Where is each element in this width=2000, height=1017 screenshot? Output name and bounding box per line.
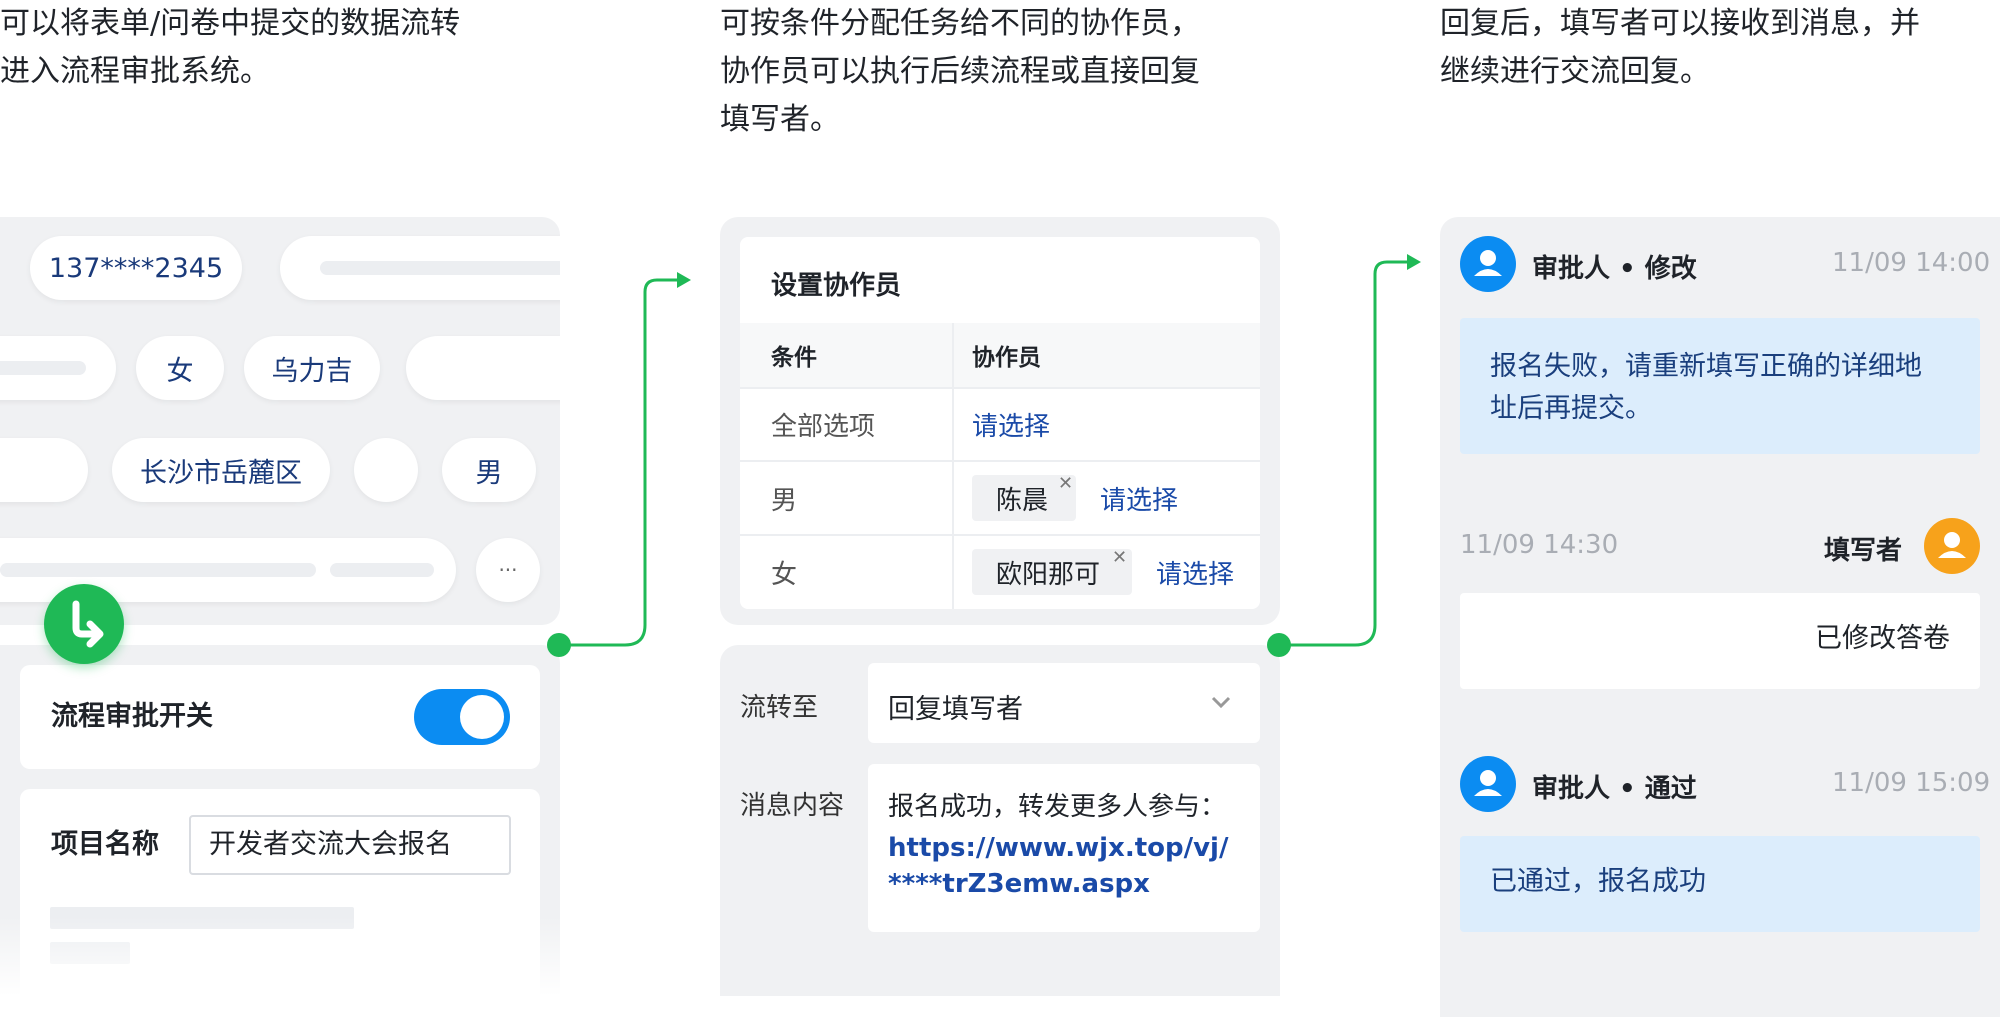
user-icon — [1924, 518, 1980, 574]
message-time: 11/09 14:30 — [1460, 530, 1619, 560]
user-icon — [1460, 756, 1516, 812]
collab-table-card: 设置协作员 条件 协作员 全部选项 请选择 男 陈晨 ✕ 请选择 女 欧阳那可 … — [740, 237, 1260, 609]
approval-toggle-label: 流程审批开关 — [51, 701, 213, 732]
table-divider — [740, 387, 1260, 389]
message-bubble: 报名失败，请重新填写正确的详细地 址后再提交。 — [1460, 318, 1980, 454]
gender-pill-male[interactable]: 男 — [442, 438, 536, 502]
select-collaborator-link[interactable]: 请选择 — [1156, 560, 1235, 590]
message-content-label: 消息内容 — [740, 791, 845, 821]
blank-pill[interactable] — [354, 438, 418, 502]
message-link[interactable]: https://www.wjx.top/vj/ ****trZ3emw.aspx — [888, 833, 1229, 899]
collaborator-tag-label: 欧阳那可 — [996, 559, 1101, 590]
select-collaborator-link[interactable]: 请选择 — [1100, 485, 1179, 516]
blank-pill[interactable] — [406, 336, 560, 400]
form-settings-panel: 流程审批开关 项目名称 开发者交流大会报名 — [0, 645, 560, 996]
sender-name: 审批人 • 修改 — [1532, 254, 1697, 284]
flow-branch-icon — [44, 584, 124, 664]
condition-cell: 女 — [771, 560, 798, 590]
header-collaborator: 协作员 — [972, 345, 1041, 371]
table-divider — [740, 534, 1260, 536]
collaborator-tag: 欧阳那可 — [972, 549, 1132, 595]
chevron-down-icon — [1208, 691, 1234, 717]
message-time: 11/09 15:09 — [1832, 768, 1991, 798]
message-text: 报名成功，转发更多人参与： — [888, 792, 1227, 822]
message-time: 11/09 14:00 — [1832, 248, 1991, 278]
gender-pill-female[interactable]: 女 — [136, 336, 224, 400]
placeholder-bar — [0, 361, 86, 375]
description-3: 回复后，填写者可以接收到消息，并 继续进行交流回复。 — [1440, 6, 1920, 89]
collaborator-tag: 陈晨 — [972, 475, 1076, 521]
table-divider — [740, 460, 1260, 462]
flow-to-select[interactable]: 回复填写者 — [868, 663, 1260, 743]
description-2: 可按条件分配任务给不同的协作员， 协作员可以执行后续流程或直接回复 填写者。 — [720, 6, 1200, 137]
address-pill[interactable]: 长沙市岳麓区 — [112, 438, 330, 502]
blank-pill[interactable] — [280, 236, 560, 300]
flow-settings-panel: 流转至 回复填写者 消息内容 报名成功，转发更多人参与： https://www… — [720, 645, 1280, 996]
collab-title: 设置协作员 — [771, 271, 902, 301]
close-icon[interactable]: ✕ — [1058, 473, 1074, 494]
toggle-knob — [460, 695, 504, 739]
description-1: 可以将表单/问卷中提交的数据流转 进入流程审批系统。 — [0, 6, 461, 89]
approval-toggle[interactable] — [414, 689, 510, 745]
flow-to-value: 回复填写者 — [888, 694, 1023, 725]
flow-to-label: 流转至 — [740, 693, 819, 723]
header-condition: 条件 — [771, 345, 817, 371]
fade-overlay — [0, 916, 560, 996]
blank-pill[interactable] — [0, 438, 88, 502]
arrow-right-icon — [1265, 244, 1425, 668]
sender-name: 填写者 — [1824, 536, 1903, 566]
message-bubble: 已修改答卷 — [1460, 593, 1980, 689]
table-divider — [952, 323, 954, 609]
approval-toggle-card: 流程审批开关 — [20, 665, 540, 769]
close-icon[interactable]: ✕ — [1112, 547, 1128, 568]
condition-cell: 男 — [771, 485, 798, 516]
form-fields-panel: 137****2345 女 乌力吉 长沙市岳麓区 男 ··· — [0, 217, 560, 625]
placeholder-bar — [320, 261, 560, 275]
more-pill[interactable]: ··· — [476, 538, 540, 602]
user-icon — [1460, 236, 1516, 292]
condition-cell: 全部选项 — [771, 412, 876, 442]
placeholder-bar — [330, 563, 434, 577]
collaborator-tag-label: 陈晨 — [996, 485, 1049, 516]
collab-table-panel: 设置协作员 条件 协作员 全部选项 请选择 男 陈晨 ✕ 请选择 女 欧阳那可 … — [720, 217, 1280, 625]
project-name-input[interactable]: 开发者交流大会报名 — [189, 815, 511, 875]
blank-pill[interactable] — [0, 336, 116, 400]
placeholder-bar — [0, 563, 316, 577]
project-name-label: 项目名称 — [51, 829, 159, 860]
message-bubble: 已通过，报名成功 — [1460, 836, 1980, 932]
select-collaborator-link[interactable]: 请选择 — [972, 412, 1051, 442]
name-pill[interactable]: 乌力吉 — [244, 336, 380, 400]
table-header — [740, 323, 1260, 387]
sender-name: 审批人 • 通过 — [1532, 774, 1697, 804]
message-content-box[interactable]: 报名成功，转发更多人参与： https://www.wjx.top/vj/ **… — [868, 764, 1260, 932]
arrow-right-icon — [545, 262, 695, 666]
chat-panel: 审批人 • 修改 11/09 14:00 报名失败，请重新填写正确的详细地 址后… — [1440, 217, 2000, 1017]
message-text: 已修改答卷 — [1815, 623, 1950, 654]
phone-pill[interactable]: 137****2345 — [30, 236, 242, 300]
